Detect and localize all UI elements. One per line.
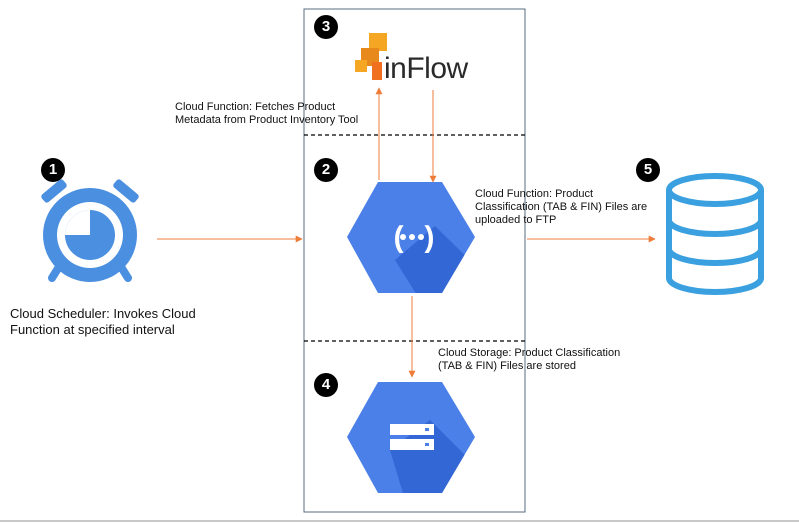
step-badge-1: 1 <box>41 158 65 182</box>
step-badge-3: 3 <box>314 15 338 39</box>
ftp-label-line3: uploaded to FTP <box>475 214 557 226</box>
cloud-storage-icon <box>347 382 475 493</box>
inflow-logo-text: inFlow <box>384 52 468 85</box>
alarm-clock-icon <box>41 179 139 282</box>
step-badge-4: 4 <box>314 373 338 397</box>
fetch-label-line1: Cloud Function: Fetches Product <box>175 101 336 113</box>
cloud-functions-icon: ( ) <box>347 182 475 293</box>
storage-label-line1: Cloud Storage: Product Classification <box>438 347 621 359</box>
bottom-divider <box>0 520 799 522</box>
scheduler-label-line1: Cloud Scheduler: Invokes Cloud <box>10 306 196 321</box>
ftp-label: Cloud Function: Product Classification (… <box>475 188 647 227</box>
gcp-container <box>303 8 526 513</box>
fetch-label-line2: Metadata from Product Inventory Tool <box>175 114 359 126</box>
step-badge-2: 2 <box>314 158 338 182</box>
database-icon <box>666 173 764 295</box>
scheduler-label-line2: Function at specified interval <box>10 322 175 337</box>
inflow-logo-icon <box>355 33 387 80</box>
svg-text:(: ( <box>390 223 408 257</box>
storage-label: Cloud Storage: Product Classification (T… <box>438 347 620 373</box>
svg-text:): ) <box>420 223 438 257</box>
fetch-label: Cloud Function: Fetches Product Metadata… <box>175 101 358 127</box>
scheduler-label: Cloud Scheduler: Invokes Cloud Function … <box>10 306 196 338</box>
ftp-label-line1: Cloud Function: Product <box>475 188 594 200</box>
ftp-label-line2: Classification (TAB & FIN) Files are <box>475 201 648 213</box>
storage-label-line2: (TAB & FIN) Files are stored <box>438 360 576 372</box>
step-badge-5: 5 <box>636 158 660 182</box>
